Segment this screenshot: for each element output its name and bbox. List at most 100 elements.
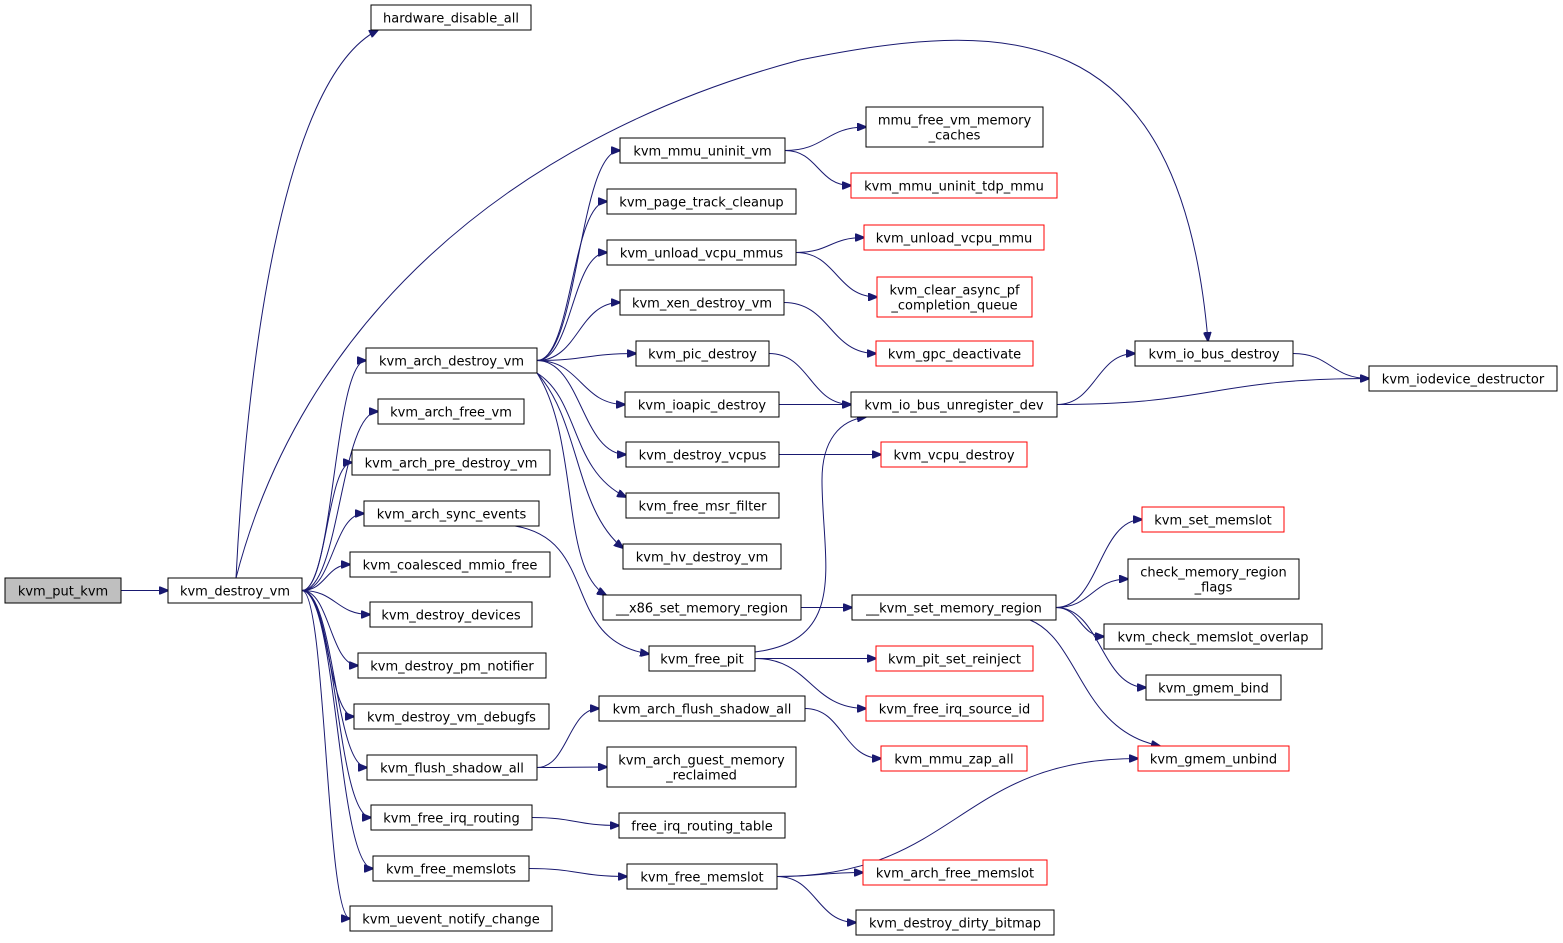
- node-kvm-destroy-devices[interactable]: kvm_destroy_devices: [369, 601, 533, 628]
- node-kvm-mmu-uninit-tdp-mmu[interactable]: kvm_mmu_uninit_tdp_mmu: [850, 172, 1058, 199]
- node-label: kvm_free_irq_routing: [383, 812, 519, 827]
- node-box: [635, 340, 770, 367]
- node-kvm-xen-destroy-vm[interactable]: kvm_xen_destroy_vm: [619, 289, 785, 316]
- node-check-memory-region-flags[interactable]: check_memory_region_flags: [1127, 558, 1300, 600]
- node-kvm-arch-sync-events[interactable]: kvm_arch_sync_events: [363, 500, 540, 527]
- node-box: [865, 695, 1044, 722]
- edge-kvm-set-memory-region-to-kvm-gmem-unbind: [1029, 619, 1160, 746]
- node-box: [618, 812, 786, 839]
- node-kvm-vcpu-destroy[interactable]: kvm_vcpu_destroy: [880, 441, 1028, 468]
- node-kvm-iodevice-destructor[interactable]: kvm_iodevice_destructor: [1368, 365, 1558, 392]
- node-kvm-arch-destroy-vm[interactable]: kvm_arch_destroy_vm: [365, 347, 538, 374]
- edge-path: [754, 658, 866, 709]
- node-kvm-unload-vcpu-mmus[interactable]: kvm_unload_vcpu_mmus: [606, 239, 797, 266]
- node-kvm-free-irq-source-id[interactable]: kvm_free_irq_source_id: [865, 695, 1044, 722]
- node-kvm-io-bus-unregister-dev[interactable]: kvm_io_bus_unregister_dev: [850, 391, 1058, 418]
- node-kvm-hv-destroy-vm[interactable]: kvm_hv_destroy_vm: [622, 543, 782, 570]
- node-box: [606, 188, 797, 215]
- node-box: [167, 577, 303, 604]
- edge-path: [776, 759, 1138, 877]
- edge-path: [536, 360, 626, 455]
- node-kvm-set-memory-region[interactable]: __kvm_set_memory_region: [851, 594, 1057, 621]
- node-kvm-flush-shadow-all[interactable]: kvm_flush_shadow_all: [366, 754, 538, 781]
- node-kvm-pic-destroy[interactable]: kvm_pic_destroy: [635, 340, 770, 367]
- node-kvm-free-pit[interactable]: kvm_free_pit: [648, 645, 756, 672]
- node-label: _flags: [1194, 581, 1233, 596]
- node-box: [1145, 674, 1282, 701]
- node-box: [851, 594, 1057, 621]
- node-kvm-check-memslot-overlap[interactable]: kvm_check_memslot_overlap: [1103, 623, 1323, 650]
- node-kvm-coalesced-mmio-free[interactable]: kvm_coalesced_mmio_free: [349, 551, 551, 578]
- node-kvm-arch-free-memslot[interactable]: kvm_arch_free_memslot: [862, 859, 1048, 886]
- edge-path: [784, 127, 866, 151]
- node-kvm-arch-flush-shadow-all[interactable]: kvm_arch_flush_shadow_all: [598, 695, 806, 722]
- edge-path: [804, 708, 881, 759]
- node-box: [349, 551, 551, 578]
- node-kvm-clear-async-pf-completion-queue[interactable]: kvm_clear_async_pf_completion_queue: [876, 276, 1033, 318]
- node-box: [865, 106, 1044, 148]
- node-kvm-free-msr-filter[interactable]: kvm_free_msr_filter: [625, 492, 780, 519]
- edge-path: [1055, 520, 1142, 608]
- edge-kvm-arch-destroy-vm-to-kvm-destroy-vcpus: [536, 360, 626, 455]
- edge-path: [301, 514, 364, 591]
- node-x86-set-memory-region[interactable]: __x86_set_memory_region: [602, 594, 802, 621]
- node-box: [875, 645, 1034, 672]
- edge-kvm-flush-shadow-all-to-kvm-arch-flush-shadow-all: [536, 709, 599, 768]
- node-kvm-destroy-vcpus[interactable]: kvm_destroy_vcpus: [625, 441, 780, 468]
- node-kvm-destroy-dirty-bitmap[interactable]: kvm_destroy_dirty_bitmap: [855, 909, 1055, 936]
- node-hardware-disable-all[interactable]: hardware_disable_all: [370, 4, 532, 31]
- node-kvm-io-bus-destroy[interactable]: kvm_io_bus_destroy: [1134, 340, 1294, 367]
- node-label: kvm_destroy_vcpus: [639, 449, 767, 464]
- node-label: kvm_mmu_zap_all: [894, 753, 1013, 768]
- edge-kvm-destroy-vm-to-kvm-free-irq-routing: [301, 590, 371, 818]
- node-kvm-destroy-vm[interactable]: kvm_destroy_vm: [167, 577, 303, 604]
- node-label: kvm_xen_destroy_vm: [632, 297, 772, 312]
- node-box: [648, 645, 756, 672]
- node-label: kvm_unload_vcpu_mmus: [620, 247, 784, 262]
- node-kvm-free-memslot[interactable]: kvm_free_memslot: [626, 863, 778, 890]
- node-kvm-unload-vcpu-mmu[interactable]: kvm_unload_vcpu_mmu: [863, 224, 1045, 251]
- edge-path: [754, 417, 866, 653]
- edge-path: [795, 252, 877, 298]
- node-kvm-free-memslots[interactable]: kvm_free_memslots: [372, 855, 530, 882]
- edge-path: [1056, 379, 1369, 405]
- node-kvm-destroy-pm-notifier[interactable]: kvm_destroy_pm_notifier: [357, 652, 547, 679]
- node-label: kvm_free_irq_source_id: [879, 703, 1031, 718]
- node-kvm-pit-set-reinject[interactable]: kvm_pit_set_reinject: [875, 645, 1034, 672]
- node-box: [377, 398, 525, 425]
- node-kvm-destroy-vm-debugfs[interactable]: kvm_destroy_vm_debugfs: [353, 703, 550, 730]
- node-kvm-ioapic-destroy[interactable]: kvm_ioapic_destroy: [624, 391, 780, 418]
- node-kvm-page-track-cleanup[interactable]: kvm_page_track_cleanup: [606, 188, 797, 215]
- node-kvm-gmem-bind[interactable]: kvm_gmem_bind: [1145, 674, 1282, 701]
- node-free-irq-routing-table[interactable]: free_irq_routing_table: [618, 812, 786, 839]
- edge-kvm-mmu-uninit-vm-to-mmu-free-vm-memory-caches: [784, 127, 866, 151]
- edge-path: [1029, 619, 1160, 746]
- node-kvm-arch-pre-destroy-vm[interactable]: kvm_arch_pre_destroy_vm: [351, 449, 551, 476]
- node-mmu-free-vm-memory-caches[interactable]: mmu_free_vm_memory_caches: [865, 106, 1044, 148]
- node-label: kvm_arch_flush_shadow_all: [613, 703, 792, 718]
- node-kvm-free-irq-routing[interactable]: kvm_free_irq_routing: [370, 804, 533, 831]
- node-label: kvm_page_track_cleanup: [619, 196, 783, 211]
- edge-path: [776, 873, 863, 877]
- edge-path: [536, 372, 623, 548]
- node-kvm-arch-free-vm[interactable]: kvm_arch_free_vm: [377, 398, 525, 425]
- edge-kvm-arch-destroy-vm-to-x86-set-memory-region: [536, 372, 606, 595]
- node-kvm-gmem-unbind[interactable]: kvm_gmem_unbind: [1137, 745, 1290, 772]
- edge-kvm-arch-destroy-vm-to-kvm-ioapic-destroy: [536, 360, 625, 405]
- node-kvm-gpc-deactivate[interactable]: kvm_gpc_deactivate: [875, 340, 1034, 367]
- edge-kvm-free-memslot-to-kvm-gmem-unbind: [776, 759, 1138, 877]
- node-kvm-set-memslot[interactable]: kvm_set_memslot: [1141, 506, 1285, 533]
- node-kvm-mmu-zap-all[interactable]: kvm_mmu_zap_all: [880, 745, 1028, 772]
- node-kvm-uevent-notify-change[interactable]: kvm_uevent_notify_change: [349, 905, 553, 932]
- node-box: [598, 695, 806, 722]
- node-box: [875, 340, 1034, 367]
- edge-path: [795, 238, 864, 253]
- node-box: [622, 543, 782, 570]
- edge-path: [536, 202, 607, 361]
- edge-path: [301, 590, 371, 818]
- node-label: kvm_uevent_notify_change: [362, 913, 539, 928]
- node-box: [369, 601, 533, 628]
- node-kvm-mmu-uninit-vm[interactable]: kvm_mmu_uninit_vm: [619, 137, 786, 164]
- node-label: kvm_arch_destroy_vm: [379, 355, 524, 370]
- node-kvm-arch-guest-memory-reclaimed[interactable]: kvm_arch_guest_memory_reclaimed: [606, 746, 797, 788]
